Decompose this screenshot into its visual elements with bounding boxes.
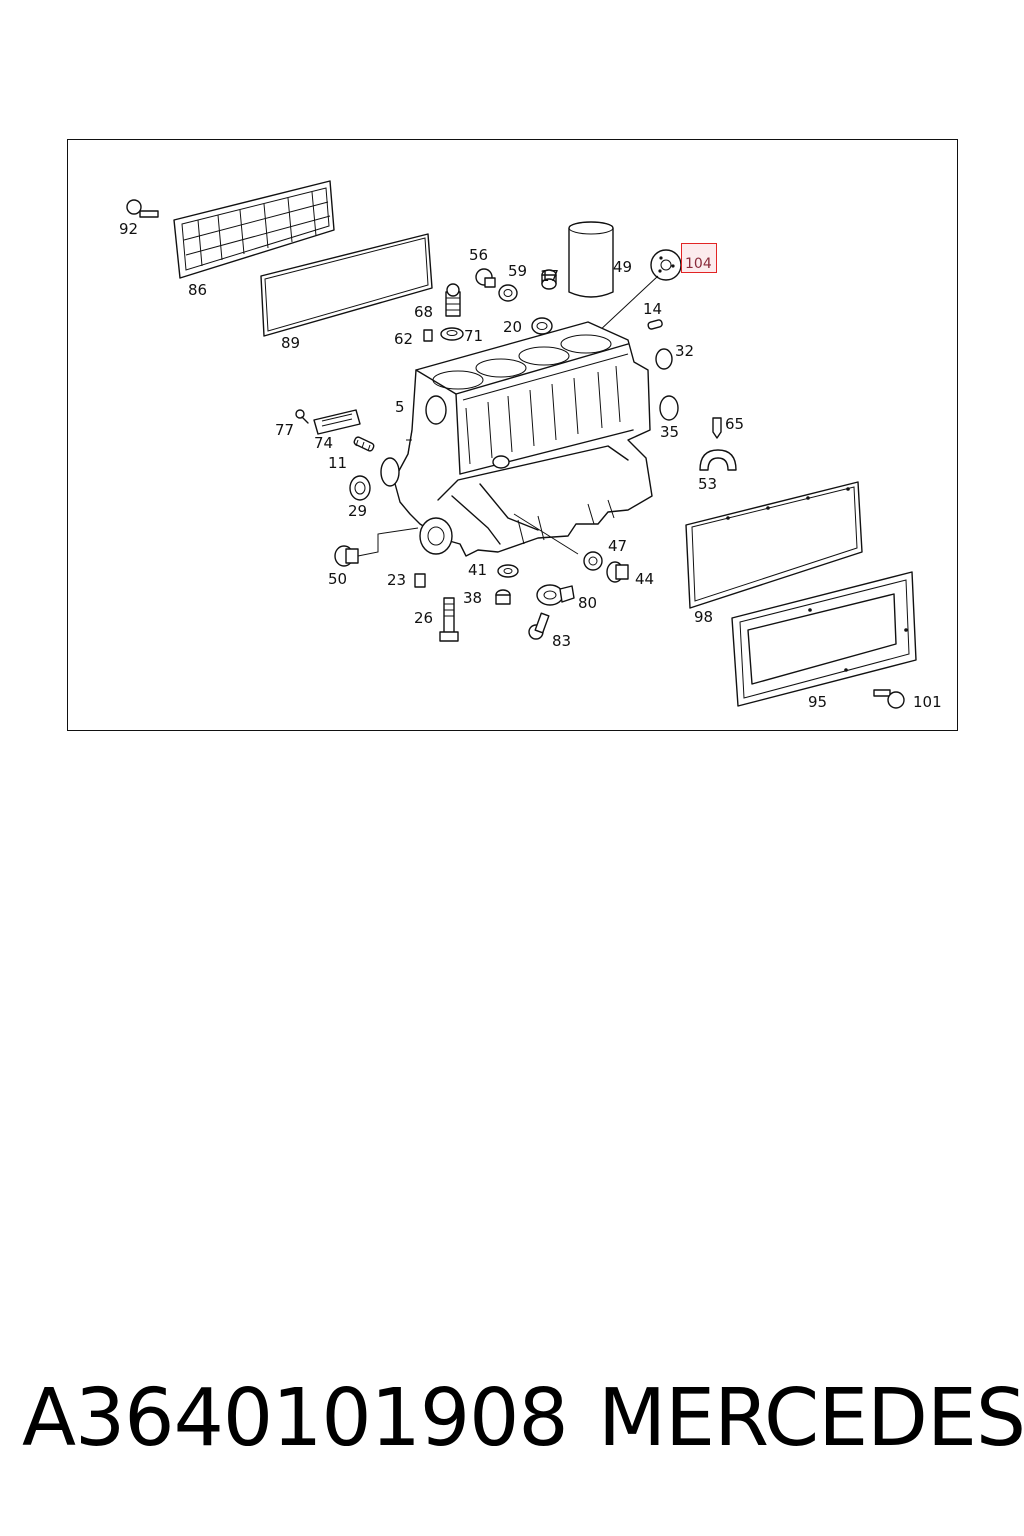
part-bolt-26 [439,597,459,642]
callout-26: 26 [414,609,434,627]
part-number: A3640101908 [22,1372,569,1464]
callout-53: 53 [698,475,718,493]
callout-104[interactable]: 104 [685,256,712,272]
callout-38: 38 [463,589,483,607]
part-liner-49 [568,221,614,298]
engine-block-exploded-view [126,180,917,709]
part-gasket-98 [685,481,863,609]
callout-44: 44 [635,570,655,588]
part-plug-35 [659,395,679,421]
part-plug-32 [655,348,673,370]
parts-diagram: 92 86 89 56 59 17 49 104 68 62 71 20 14 … [67,139,958,731]
callout-41: 41 [468,561,488,579]
part-pin-65 [712,417,722,439]
callout-71: 71 [464,327,484,345]
part-oil-pan-95 [731,571,917,707]
callout-74: 74 [314,434,334,452]
part-dowel-14 [647,319,663,330]
part-banjo-80 [536,584,575,606]
callout-95: 95 [808,693,828,711]
callout-14: 14 [643,300,663,318]
callout-29: 29 [348,502,368,520]
part-bolt-101 [873,689,905,709]
callout-62: 62 [394,330,414,348]
part-seal-17 [541,269,557,290]
callout-11: 11 [328,454,348,472]
callout-80: 80 [578,594,598,612]
part-plug-50 [334,527,419,567]
part-thrust-washer-53 [699,449,737,471]
callout-35: 35 [660,423,680,441]
part-ring-47 [583,551,603,571]
part-sleeve-23 [414,573,426,588]
callout-32: 32 [675,342,695,360]
part-bolt-83 [528,612,550,640]
callout-5: 5 [395,398,405,416]
part-cover-86 [173,180,335,279]
part-pin-62 [423,329,433,342]
callout-98: 98 [694,608,714,626]
part-plug-56 [475,268,496,288]
part-screw-77 [295,409,309,424]
callout-65: 65 [725,415,745,433]
highlight-box [681,243,717,273]
callout-49: 49 [613,258,633,276]
part-plug-38 [495,589,511,605]
part-bolt-92 [126,199,159,218]
callout-83: 83 [552,632,572,650]
callout-86: 86 [188,281,208,299]
part-pin-11 [353,436,375,452]
part-cap-104 [597,249,682,333]
part-washer-71 [440,327,464,341]
callout-77: 77 [275,421,295,439]
footer: A3640101908 MERCEDES [0,1372,1024,1472]
callout-68: 68 [414,303,434,321]
part-plate-74 [313,409,361,435]
part-bushing-29 [349,475,371,501]
part-plug-44 [606,561,629,583]
part-washer-41 [497,564,519,578]
callout-23: 23 [387,571,407,589]
callout-20: 20 [503,318,523,336]
callout-47: 47 [608,537,628,555]
brand-name: MERCEDES [598,1372,1024,1464]
part-gasket-89 [260,233,433,337]
callout-92: 92 [119,220,139,238]
callout-101: 101 [913,693,942,711]
callout-56: 56 [469,246,489,264]
callout-59: 59 [508,262,528,280]
callout-89: 89 [281,334,301,352]
part-stud-68 [445,283,461,317]
part-engine-block-5 [380,321,653,557]
callout-50: 50 [328,570,348,588]
callout-17: 17 [540,267,560,285]
part-ring-59 [498,284,518,302]
